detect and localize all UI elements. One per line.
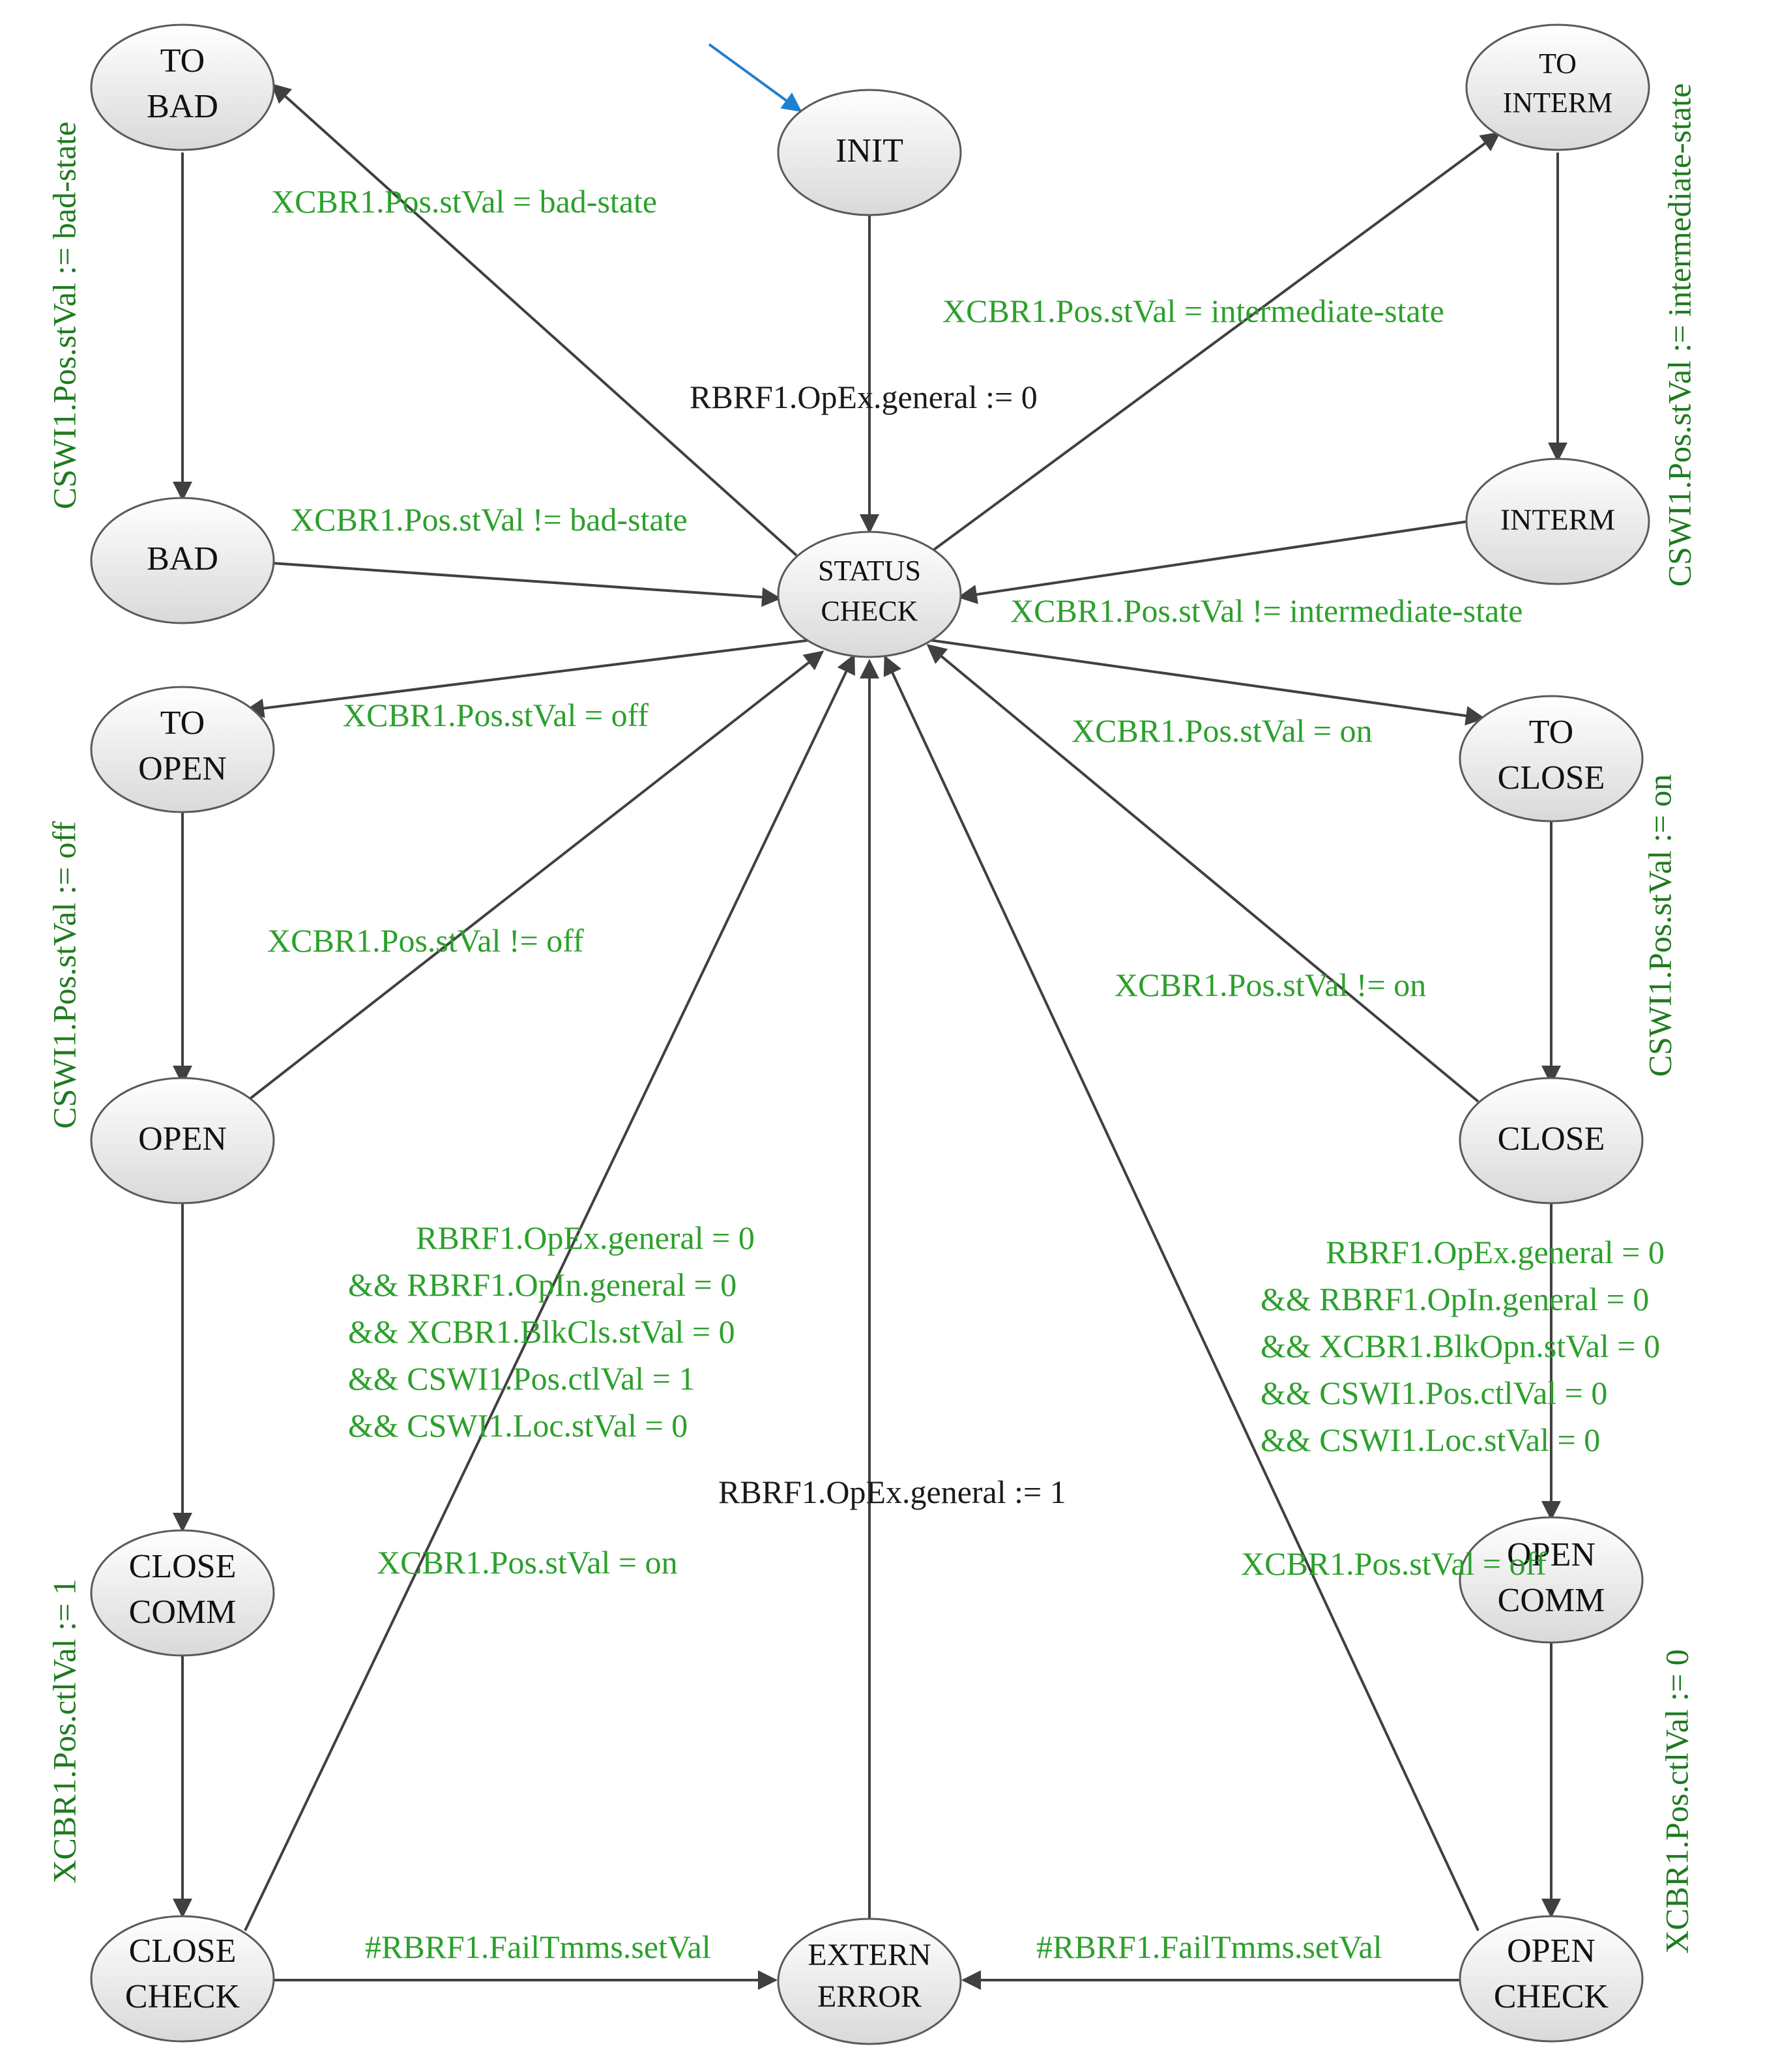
state-label-line: TO (160, 705, 205, 742)
edge-interm-to-status-check (957, 520, 1468, 604)
label-not-off: XCBR1.Pos.stVal != off (267, 922, 584, 959)
state-label-line: TO (1529, 714, 1573, 751)
state-label-line: OPEN (138, 1120, 227, 1158)
edge-status-check-to-to-bad (270, 83, 798, 557)
condition-line: && XCBR1.BlkCls.stVal = 0 (348, 1313, 735, 1350)
condition-line: && RBRF1.OpIn.general = 0 (1261, 1281, 1649, 1317)
label-open-condition: RBRF1.OpEx.general = 0 && RBRF1.OpIn.gen… (1261, 1234, 1665, 1458)
state-label-line: CLOSE (1498, 759, 1605, 796)
condition-line: && CSWI1.Pos.ctlVal = 0 (1261, 1375, 1607, 1411)
vertical-labels: CSWI1.Pos.stVal := bad-state CSWI1.Pos.s… (46, 83, 1697, 1954)
state-label-line: CHECK (125, 1978, 240, 2015)
state-label-line: CLOSE (1498, 1120, 1605, 1158)
state-label-line: OPEN (138, 750, 227, 787)
state-close: CLOSE (1459, 1077, 1644, 1204)
label-extern-action: RBRF1.OpEx.general := 1 (718, 1474, 1066, 1510)
state-label-line: BAD (147, 540, 218, 577)
label-close-check-on: XCBR1.Pos.stVal = on (377, 1544, 678, 1581)
label-close-condition: RBRF1.OpEx.general = 0 && RBRF1.OpIn.gen… (348, 1219, 755, 1444)
state-interm: INTERM (1465, 458, 1650, 585)
vertical-label-right-interm: CSWI1.Pos.stVal := intermediate-state (1661, 83, 1697, 587)
label-fail-left: #RBRF1.FailTmms.setVal (365, 1929, 711, 1965)
label-open-check-off: XCBR1.Pos.stVal = off (1241, 1545, 1547, 1582)
edge-close-to-status-check (926, 644, 1479, 1103)
state-label-line: COMM (129, 1594, 237, 1631)
state-open-comm: OPEN COMM (1459, 1516, 1644, 1644)
label-init-action: RBRF1.OpEx.general := 0 (690, 379, 1038, 415)
state-open-check: OPEN CHECK (1459, 1915, 1644, 2043)
vertical-label-left-close-comm: XCBR1.Pos.ctlVal := 1 (46, 1579, 82, 1883)
state-label-line: CHECK (821, 595, 918, 627)
state-label-line: OPEN (1507, 1933, 1596, 1970)
state-close-comm: CLOSE COMM (90, 1529, 275, 1657)
state-label-line: TO (160, 42, 205, 80)
state-status-check: STATUS CHECK (777, 531, 962, 658)
edge-init-start (708, 43, 802, 112)
label-not-on: XCBR1.Pos.stVal != on (1115, 967, 1426, 1003)
state-to-open: TO OPEN (90, 686, 275, 813)
vertical-label-left-bad: CSWI1.Pos.stVal := bad-state (46, 122, 82, 510)
state-to-bad: TO BAD (90, 23, 275, 151)
transition-labels: XCBR1.Pos.stVal = bad-state XCBR1.Pos.st… (267, 183, 1665, 1965)
state-label-line: OPEN (1507, 1536, 1596, 1573)
state-to-close: TO CLOSE (1459, 695, 1644, 823)
state-label-line: COMM (1498, 1582, 1605, 1619)
label-not-intermediate-state: XCBR1.Pos.stVal != intermediate-state (1010, 592, 1523, 629)
edges (173, 43, 1567, 1990)
condition-line: && XCBR1.BlkOpn.stVal = 0 (1261, 1328, 1660, 1364)
condition-line: && CSWI1.Pos.ctlVal = 1 (348, 1360, 695, 1397)
vertical-label-right-open-comm: XCBR1.Pos.ctlVal := 0 (1658, 1649, 1695, 1953)
state-label-line: CLOSE (129, 1548, 237, 1585)
edge-open-to-status-check (245, 650, 824, 1103)
condition-line: && RBRF1.OpIn.general = 0 (348, 1266, 736, 1303)
vertical-label-left-open: CSWI1.Pos.stVal := off (46, 821, 82, 1129)
state-label-line: INIT (836, 132, 903, 169)
state-label-line: ERROR (817, 1979, 922, 2014)
state-init: INIT (777, 89, 962, 216)
state-label-line: INTERM (1500, 503, 1615, 536)
edge-status-check-to-to-open (244, 639, 811, 718)
label-on: XCBR1.Pos.stVal = on (1071, 712, 1373, 749)
label-bad-state: XCBR1.Pos.stVal = bad-state (271, 183, 657, 220)
edge-close-check-to-status-check (244, 654, 855, 1931)
state-open: OPEN (90, 1077, 275, 1204)
state-label-line: CHECK (1494, 1978, 1609, 2015)
label-fail-right: #RBRF1.FailTmms.setVal (1036, 1929, 1382, 1965)
state-label-line: BAD (147, 88, 218, 125)
condition-line: RBRF1.OpEx.general = 0 (1326, 1234, 1665, 1270)
edge-status-check-to-to-close (929, 639, 1485, 726)
vertical-label-right-close: CSWI1.Pos.stVal := on (1641, 774, 1678, 1077)
state-label-line: CLOSE (129, 1933, 237, 1970)
state-close-check: CLOSE CHECK (90, 1915, 275, 2043)
state-label-line: EXTERN (808, 1938, 931, 1972)
state-bad: BAD (90, 497, 275, 624)
condition-line: && CSWI1.Loc.stVal = 0 (1261, 1422, 1600, 1458)
state-label-line: TO (1539, 48, 1577, 80)
label-off: XCBR1.Pos.stVal = off (343, 697, 649, 733)
state-extern-error: EXTERN ERROR (777, 1918, 962, 2045)
state-label-line: INTERM (1503, 87, 1613, 119)
edge-open-check-to-status-check (883, 655, 1479, 1931)
state-label-line: STATUS (818, 555, 921, 587)
label-intermediate-state: XCBR1.Pos.stVal = intermediate-state (942, 293, 1444, 329)
edge-status-check-to-to-interm (932, 132, 1501, 551)
label-not-bad-state: XCBR1.Pos.stVal != bad-state (291, 501, 688, 538)
edge-bad-to-status-check (272, 562, 781, 607)
condition-line: RBRF1.OpEx.general = 0 (416, 1219, 755, 1256)
condition-line: && CSWI1.Loc.stVal = 0 (348, 1407, 688, 1444)
state-to-interm: TO INTERM (1465, 23, 1650, 151)
